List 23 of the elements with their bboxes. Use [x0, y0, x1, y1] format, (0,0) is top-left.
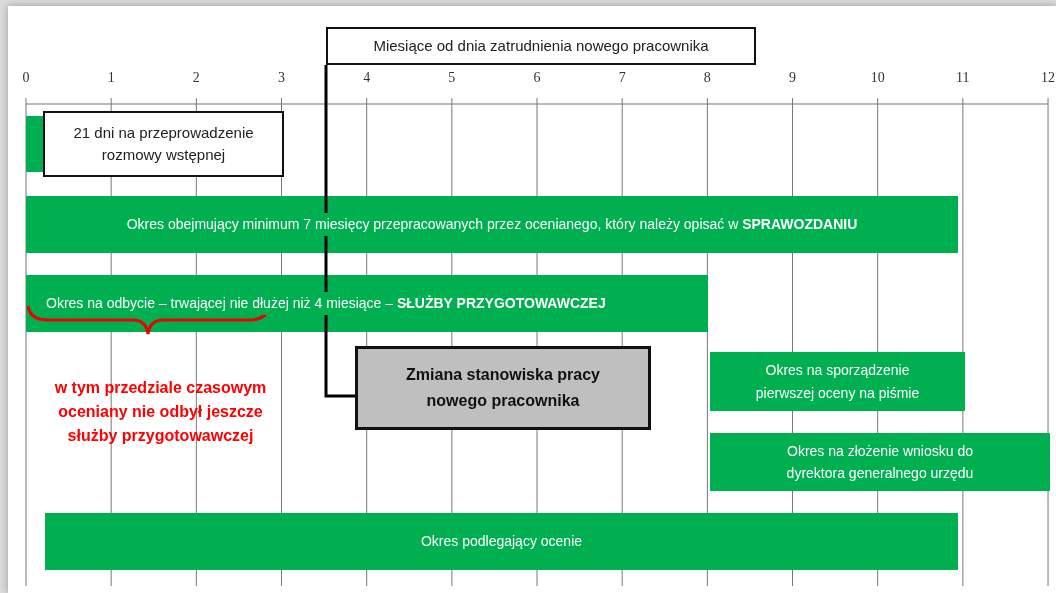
axis-tick-label: 7	[618, 70, 626, 86]
axis-tick-label: 4	[363, 70, 371, 86]
axis-tick-label: 11	[956, 70, 970, 86]
leader-line	[324, 65, 355, 398]
axis-tick-label: 2	[192, 70, 200, 86]
period-bar: Okres podlegający ocenie	[45, 513, 958, 570]
axis-tick-label: 5	[448, 70, 456, 86]
axis-tick-label: 1	[107, 70, 115, 86]
period-bar: Okres na sporządzenie pierwszej oceny na piśmie	[710, 352, 965, 411]
axis-tick-label: 9	[789, 70, 796, 86]
axis-tick-label: 10	[870, 70, 885, 86]
period-bar: Okres na złożenie wniosku do dyrektora generalnego urzędu	[710, 433, 1050, 491]
period-bar: Okres obejmujący minimum 7 miesięcy przepracowanych przez ocenianego, który należy opisać w SPRAWOZDANIU	[26, 196, 958, 253]
axis-tick-label: 12	[1041, 70, 1056, 86]
event-box: Zmiana stanowiska pracy nowego pracownika	[355, 346, 651, 430]
axis-tick-label: 8	[703, 70, 711, 86]
axis-tick-label: 6	[533, 70, 541, 86]
axis-tick-label: 0	[22, 70, 30, 86]
label-box: 21 dni na przeprowadzenie rozmowy wstępnej	[43, 111, 284, 177]
period-bar: Okres na odbycie – trwającej nie dłużej niż 4 miesiące – SŁUŻBY PRZYGOTOWAWCZEJ	[26, 275, 708, 332]
annotation-note: w tym przedziale czasowym oceniany nie odbył jeszcze służby przygotowawczej	[53, 378, 268, 446]
label-box: Miesiące od dnia zatrudnienia nowego pracownika	[326, 27, 756, 65]
axis-tick-label: 3	[278, 70, 285, 86]
